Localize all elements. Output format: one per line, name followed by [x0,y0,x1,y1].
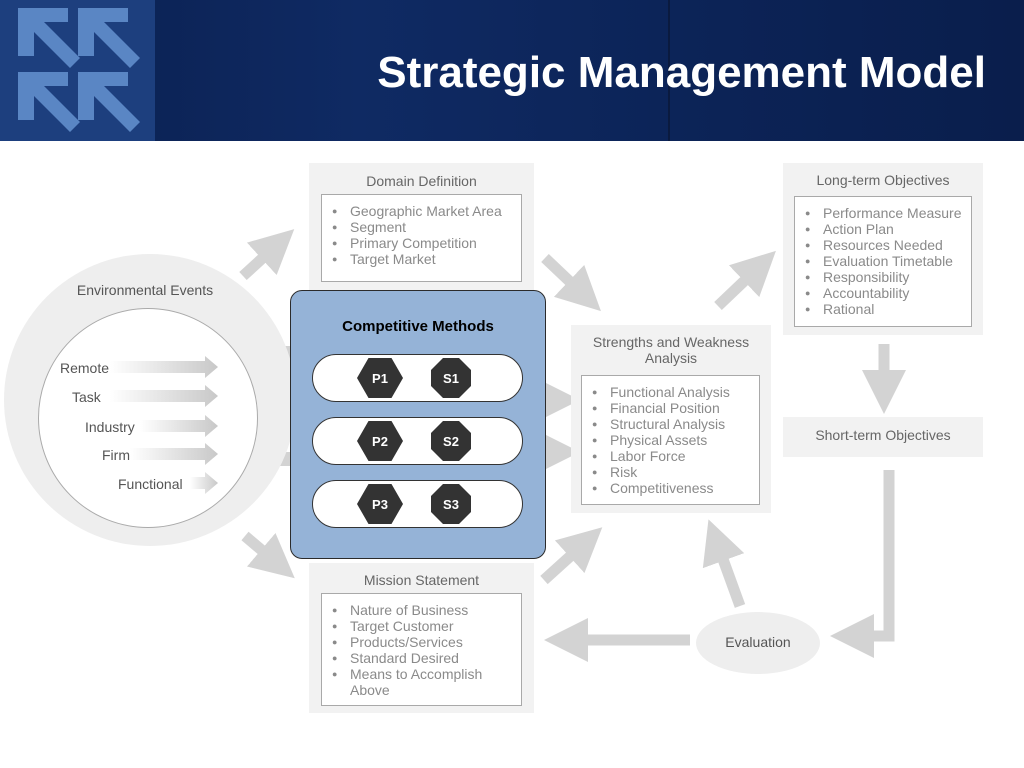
p1-hexagon: P1 [357,358,403,398]
list-item: Resources Needed [795,237,971,253]
domain-definition-box: Domain Definition Geographic Market Area… [309,163,534,291]
list-item: Financial Position [582,400,759,416]
evaluation-label: Evaluation [725,634,791,650]
p2-hexagon: P2 [357,421,403,461]
env-event-firm: Firm [102,447,130,463]
env-event-task: Task [72,389,101,405]
short-term-objectives-heading: Short-term Objectives [815,427,951,443]
arrow-mission-to-sw [540,527,603,585]
env-event-industry: Industry [85,419,135,435]
list-item-continued: Above [350,682,390,698]
list-item: Products/Services [322,634,521,650]
header-banner: Strategic Management Model [0,0,1024,141]
list-item: Rational [795,301,971,317]
competitive-pair-3: P3 S3 [312,480,523,528]
header-divider [668,0,670,141]
p3-hexagon: P3 [357,484,403,524]
environmental-events-inner-circle [38,308,258,528]
list-item: Standard Desired [322,650,521,666]
arrow-domain-to-sw [541,254,601,312]
arrow-env-to-domain [239,229,295,281]
strengths-weakness-list-panel: Functional Analysis Financial Position S… [581,375,760,505]
list-item: Risk [582,464,759,480]
arrow-shortterm-to-eval [830,470,895,658]
competitive-pair-2: P2 S2 [312,417,523,465]
list-item: Competitiveness [582,480,759,496]
list-item: Target Market [322,251,521,267]
strengths-weakness-heading-line2: Analysis [644,350,698,366]
arrows-logo-icon [0,0,155,141]
list-item: Evaluation Timetable [795,253,971,269]
list-item: Functional Analysis [582,384,759,400]
domain-definition-heading: Domain Definition [366,173,477,189]
list-item: Performance Measure [795,205,971,221]
mission-statement-box: Mission Statement Nature of Business Tar… [309,563,534,713]
competitive-pair-1: P1 S1 [312,354,523,402]
environmental-events-heading: Environmental Events [76,282,214,298]
evaluation-ellipse: Evaluation [696,612,820,674]
short-term-objectives-box: Short-term Objectives [783,417,983,457]
list-item: Primary Competition [322,235,521,251]
list-item: Segment [322,219,521,235]
list-item: Means to Accomplish [322,666,521,682]
list-item: Labor Force [582,448,759,464]
arrow-eval-to-sw [702,519,746,608]
list-item: Responsibility [795,269,971,285]
domain-definition-list-panel: Geographic Market Area Segment Primary C… [321,194,522,282]
competitive-methods-panel: Competitive Methods P1 S1 P2 S2 P3 S3 [290,290,546,559]
long-term-objectives-box: Long-term Objectives Performance Measure… [783,163,983,335]
long-term-objectives-list-panel: Performance Measure Action Plan Resource… [794,196,972,327]
competitive-methods-heading: Competitive Methods [342,318,494,335]
s3-octagon: S3 [431,484,471,524]
page-title: Strategic Management Model [377,48,986,97]
list-item: Physical Assets [582,432,759,448]
env-event-functional: Functional [118,476,183,492]
list-item: Geographic Market Area [322,203,521,219]
s1-octagon: S1 [431,358,471,398]
strengths-weakness-box: Strengths and Weakness Analysis Function… [571,325,771,513]
list-item: Structural Analysis [582,416,759,432]
long-term-objectives-heading: Long-term Objectives [816,172,950,188]
arrow-env-to-mission [241,531,295,579]
strengths-weakness-heading-line1: Strengths and Weakness [592,334,750,350]
mission-statement-heading: Mission Statement [363,572,480,588]
s2-octagon: S2 [431,421,471,461]
mission-statement-list-panel: Nature of Business Target Customer Produ… [321,593,522,706]
list-item: Nature of Business [322,602,521,618]
arrow-sw-to-longterm [714,250,776,310]
list-item: Accountability [795,285,971,301]
list-item: Action Plan [795,221,971,237]
env-event-remote: Remote [60,360,110,376]
list-item: Target Customer [322,618,521,634]
